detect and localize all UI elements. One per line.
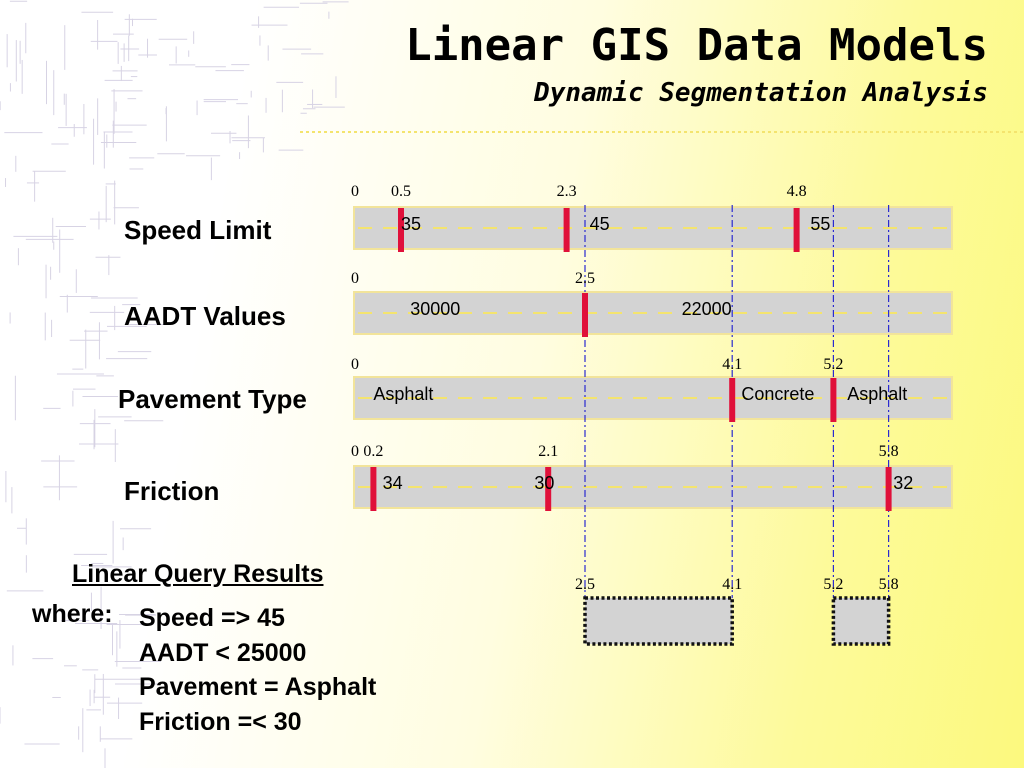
measure-tick-label: 2.1 <box>538 443 558 460</box>
segment-value-label: 34 <box>383 473 403 493</box>
segment-value-label: Concrete <box>741 384 814 404</box>
segment-value-label: 32 <box>893 473 913 493</box>
result-tick-label: 2.5 <box>575 576 595 593</box>
segment-value-label: Asphalt <box>373 384 433 404</box>
title-block: Linear GIS Data Models Dynamic Segmentat… <box>405 18 988 110</box>
where-label: where: <box>32 600 113 628</box>
page-subtitle: Dynamic Segmentation Analysis <box>534 78 988 108</box>
condition-friction: Friction =< 30 <box>139 707 302 736</box>
layer-3 <box>353 465 953 509</box>
layer-0 <box>353 206 953 250</box>
measure-tick-label: 2.3 <box>557 183 577 200</box>
measure-tick-label: 0 <box>351 270 359 287</box>
segment-value-label: 30000 <box>410 299 460 319</box>
measure-tick-label: 2.5 <box>575 270 595 287</box>
page-title: Linear GIS Data Models <box>405 20 988 71</box>
segment-value-label: 45 <box>590 214 610 234</box>
measure-tick-label: 4.1 <box>722 356 742 373</box>
segment-value-label: 22000 <box>682 299 732 319</box>
segment-marker <box>545 467 552 511</box>
layer-2 <box>353 376 953 420</box>
result-tick-label: 4.1 <box>722 576 742 593</box>
result-tick-label: 5.8 <box>879 576 899 593</box>
measure-tick-label: 0.5 <box>391 183 411 200</box>
result-segment <box>583 596 734 646</box>
result-segment <box>831 596 891 646</box>
route-bar <box>353 465 953 509</box>
measure-tick-label: 5.2 <box>823 356 843 373</box>
segment-value-label: Asphalt <box>847 384 907 404</box>
condition-aadt: AADT < 25000 <box>139 638 307 667</box>
route-bar <box>353 376 953 420</box>
segment-marker <box>563 208 570 252</box>
layer-label-pavement-type: Pavement Type <box>118 384 307 414</box>
layer-label-friction: Friction <box>124 476 220 506</box>
segment-value-label: 30 <box>534 473 554 493</box>
query-results-heading: Linear Query Results <box>72 560 324 588</box>
route-bar <box>353 291 953 335</box>
segment-value-label: 55 <box>810 214 830 234</box>
result-tick-label: 5.2 <box>823 576 843 593</box>
measure-tick-label: 0 <box>351 183 359 200</box>
measure-tick-label: 4.8 <box>787 183 807 200</box>
segment-value-label: 35 <box>401 214 421 234</box>
measure-tick-label: 0.2 <box>363 443 383 460</box>
layer-label-speed-limit: Speed Limit <box>124 215 272 245</box>
segment-marker <box>830 378 837 422</box>
segment-marker <box>793 208 800 252</box>
measure-tick-label: 0 <box>351 443 359 460</box>
segment-marker <box>729 378 736 422</box>
segment-marker <box>582 293 588 337</box>
route-bar <box>353 206 953 250</box>
measure-tick-label: 0 <box>351 356 359 373</box>
condition-pavement: Pavement = Asphalt <box>139 673 377 701</box>
segment-marker <box>370 467 377 511</box>
measure-tick-label: 5.8 <box>879 443 899 460</box>
layer-label-aadt-values: AADT Values <box>124 301 286 331</box>
query-conditions: Speed => 45 AADT < 25000 Pavement = Asph… <box>139 601 376 739</box>
segment-marker <box>885 467 892 511</box>
layer-1 <box>353 291 953 335</box>
segment-marker <box>398 208 404 252</box>
condition-speed: Speed => 45 <box>139 604 285 632</box>
